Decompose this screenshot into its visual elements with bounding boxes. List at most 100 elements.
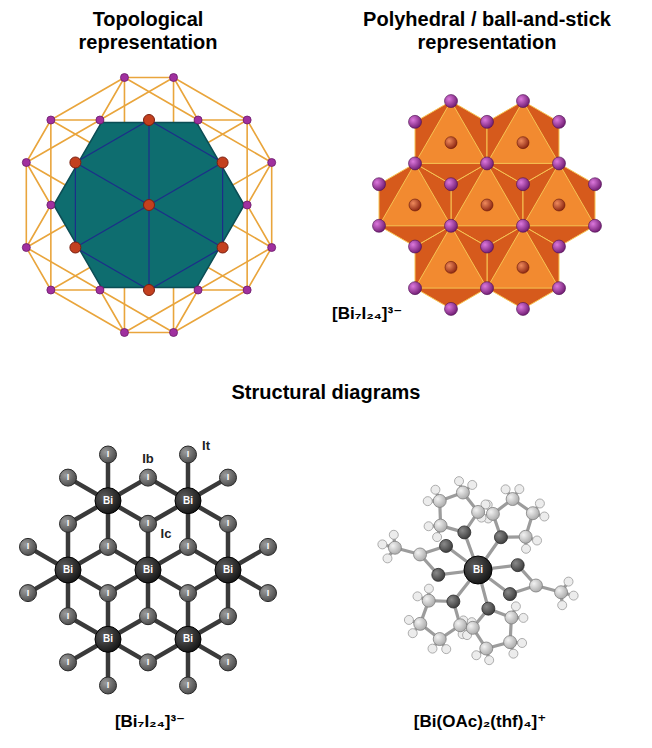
atom-label: I <box>107 450 110 459</box>
atom-label: I <box>107 681 110 690</box>
iodine-ball <box>409 115 422 128</box>
iodine-ball <box>373 219 386 232</box>
iodine-atom <box>60 515 77 532</box>
cage-edge <box>51 290 125 333</box>
atom-label: I <box>187 450 190 459</box>
iodine-ball <box>553 157 566 170</box>
molecule-atom <box>511 602 520 611</box>
molecule-atom <box>466 621 479 634</box>
cage-edge <box>247 205 272 248</box>
cage-edge <box>124 78 198 121</box>
panel-heading: Polyhedral / ball-and-stick representati… <box>347 8 627 54</box>
bismuth-link <box>149 120 223 163</box>
formula-label: [Bi(OAc)₂(thf)₄]⁺ <box>414 712 546 732</box>
cage-edge <box>51 289 100 291</box>
cage-edge <box>26 205 51 248</box>
iodine-type-label: Ic <box>161 527 172 542</box>
iodine-type-label: It <box>202 439 210 454</box>
bismuth-link <box>75 120 149 163</box>
molecule-atom <box>408 629 417 638</box>
iodine-atom <box>60 469 77 486</box>
molecule-atom <box>414 617 427 630</box>
bismuth-link <box>148 120 149 205</box>
iodine-atom <box>100 446 117 463</box>
iodine-atom <box>180 446 197 463</box>
molecule-atom <box>509 649 518 658</box>
iodine-dot <box>120 74 128 82</box>
bismuth-ball <box>445 137 457 149</box>
molecule-atom <box>428 644 437 653</box>
molecule-atom <box>433 633 446 646</box>
cage-edge <box>50 120 52 205</box>
cage-edge <box>26 163 51 206</box>
iodine-dot <box>47 116 55 124</box>
bismuth-link <box>149 163 223 206</box>
atom-label: I <box>147 658 150 667</box>
bismuth-link <box>149 248 223 291</box>
atom-label: Bi <box>223 565 233 575</box>
iodine-atom <box>60 608 77 625</box>
iodine-dot <box>268 244 276 252</box>
molecule-atom <box>433 494 446 507</box>
iodine-atom <box>140 515 157 532</box>
molecule-atom <box>486 507 499 520</box>
atom-label: I <box>27 589 30 598</box>
atom-label: Bi <box>473 565 483 575</box>
atom-label: I <box>227 658 230 667</box>
bismuth-atom <box>135 557 161 583</box>
molecule-atom <box>501 485 510 494</box>
molecule-atom <box>494 531 507 544</box>
atom-label: I <box>267 542 270 551</box>
molecule-atom <box>440 539 453 552</box>
molecule-atom <box>424 522 433 531</box>
iodine-dot <box>170 329 178 337</box>
atom-label: Bi <box>183 634 193 644</box>
molecule-atom <box>519 613 528 622</box>
molecule-atom <box>505 611 518 624</box>
atom-label: I <box>67 658 70 667</box>
molecule-atom <box>468 480 477 489</box>
iodine-atom <box>100 677 117 694</box>
iodine-ball <box>409 282 422 295</box>
bismuth-link <box>75 163 149 206</box>
octahedron-face <box>487 101 559 184</box>
bismuth-ball <box>517 261 529 273</box>
iodine-dot <box>96 116 104 124</box>
iodine-atom <box>100 585 117 602</box>
cage-edge <box>246 120 248 205</box>
molecule-atom <box>383 554 392 563</box>
bismuth-link <box>222 163 223 248</box>
iodine-dot <box>194 286 202 294</box>
iodine-ball <box>445 302 458 315</box>
atom-label: Bi <box>183 496 193 506</box>
molecule-atom <box>404 615 413 624</box>
iodine-ball <box>481 240 494 253</box>
molecule-atom <box>414 548 427 561</box>
iodine-ball <box>373 178 386 191</box>
iodine-dot <box>22 159 30 167</box>
iodine-type-label: Ib <box>142 452 154 467</box>
iodine-ball <box>445 178 458 191</box>
bismuth-link <box>75 248 149 291</box>
iodine-ball <box>553 115 566 128</box>
iodine-ball <box>589 178 602 191</box>
iodine-dot <box>243 201 251 209</box>
iodine-atom <box>180 538 197 555</box>
formula-label: [Bi₇I₂₄]³⁻ <box>332 304 402 324</box>
iodine-ball <box>553 282 566 295</box>
panel-heading: Structural diagrams <box>232 381 421 404</box>
atom-label: I <box>147 612 150 621</box>
cage-edge <box>198 289 247 291</box>
molecule-atom <box>540 512 549 521</box>
molecule-atom <box>504 636 517 649</box>
iodine-atom <box>220 515 237 532</box>
iodine-atom <box>260 538 277 555</box>
molecule-atom <box>388 541 401 554</box>
cage-edge <box>174 290 248 333</box>
iodine-ball <box>517 219 530 232</box>
bismuth-dot <box>70 157 81 168</box>
cage-edge <box>247 120 272 163</box>
molecule-atom <box>458 526 471 539</box>
formula-label: [Bi₇I₂₄]³⁻ <box>115 712 185 732</box>
octahedron-face <box>415 101 487 184</box>
